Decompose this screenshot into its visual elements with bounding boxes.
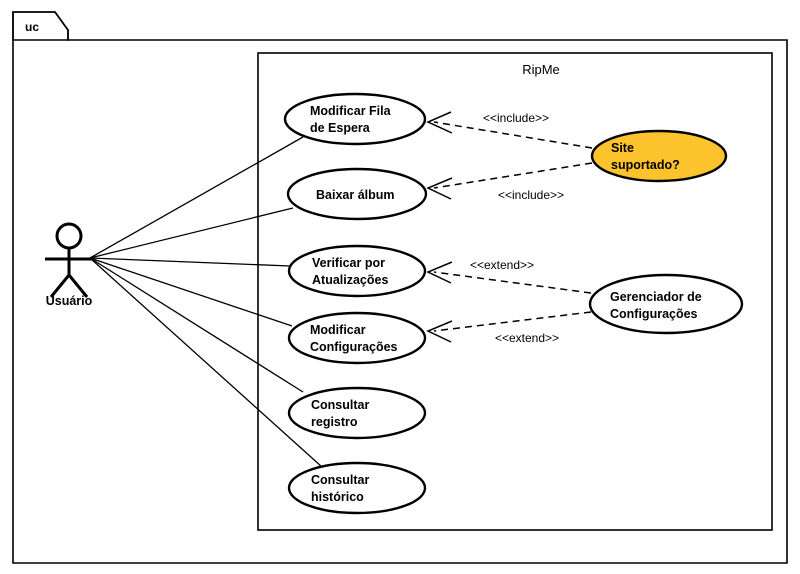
- use-case-ellipse: [286, 167, 428, 221]
- actor-head-icon: [55, 222, 83, 250]
- use-case-label-line-1: Verificar por: [312, 256, 385, 270]
- association-lines: [89, 136, 323, 468]
- use-case-modificar-configuracoes[interactable]: Modificar Configurações: [287, 311, 427, 365]
- actor-label: Usuário: [46, 294, 93, 308]
- node-ellipse-highlighted: [590, 129, 728, 183]
- association-line-verificar-atualizacoes: [89, 257, 291, 267]
- stereotype-label-include-2: <<include>>: [498, 188, 564, 202]
- node-gerenciador-configuracoes[interactable]: Gerenciador de Configurações: [588, 273, 744, 335]
- arrowhead-extend-2: [426, 320, 453, 343]
- use-case-label-line-1: Modificar: [310, 323, 366, 337]
- diagram-frame: uc: [12, 11, 788, 564]
- node-label-line-2: suportado?: [611, 158, 680, 172]
- use-case-ellipse: [287, 311, 427, 365]
- association-line-consultar-historico: [89, 257, 323, 468]
- node-ellipse: [588, 273, 744, 335]
- use-case-label-line-2: Configurações: [310, 340, 398, 354]
- actor-leg-left-icon: [49, 274, 71, 298]
- stereotype-label-extend-1: <<extend>>: [470, 258, 534, 272]
- system-title: RipMe: [522, 62, 560, 77]
- use-case-verificar-atualizacoes[interactable]: Verificar por Atualizações: [287, 244, 427, 298]
- use-case-ellipse: [287, 461, 427, 515]
- association-line-modificar-fila: [89, 136, 304, 259]
- arrowhead-include-1: [426, 111, 453, 134]
- node-label-line-1: Gerenciador de: [610, 290, 702, 304]
- dependency-line-include-1: [433, 121, 593, 149]
- dependency-line-extend-2: [433, 311, 592, 332]
- use-case-modificar-fila[interactable]: Modificar Fila de Espera: [283, 92, 427, 146]
- frame-label: uc: [25, 20, 39, 34]
- stereotype-label-include-1: <<include>>: [483, 111, 549, 125]
- frame-tab-shape: [12, 11, 69, 41]
- use-case-baixar-album[interactable]: Baixar álbum: [286, 167, 428, 221]
- arrowhead-extend-1: [426, 261, 453, 284]
- use-case-consultar-registro[interactable]: Consultar registro: [287, 386, 427, 440]
- association-line-consultar-registro: [89, 257, 304, 393]
- node-site-suportado[interactable]: Site suportado?: [590, 129, 728, 183]
- use-case-label-line-2: histórico: [311, 490, 364, 504]
- actor-usuario[interactable]: Usuário: [45, 222, 93, 308]
- dependency-line-extend-1: [433, 271, 592, 294]
- stereotype-labels: <<include>> <<include>> <<extend>> <<ext…: [470, 111, 564, 345]
- use-case-label-line-2: Atualizações: [312, 273, 388, 287]
- use-case-ellipse: [287, 386, 427, 440]
- arrowhead-include-2: [426, 177, 453, 200]
- dependency-lines: [426, 111, 593, 343]
- use-case-ellipse: [287, 244, 427, 298]
- use-case-label-line-1: Consultar: [311, 398, 369, 412]
- node-label-line-1: Site: [611, 141, 634, 155]
- node-label-line-2: Configurações: [610, 307, 698, 321]
- use-case-consultar-historico[interactable]: Consultar histórico: [287, 461, 427, 515]
- association-line-baixar-album: [89, 207, 294, 259]
- use-case-ellipse: [283, 92, 427, 146]
- use-case-label-line-1: Consultar: [311, 473, 369, 487]
- use-case-label-line-2: registro: [311, 415, 358, 429]
- use-case-label-line-1: Baixar álbum: [316, 188, 395, 202]
- association-line-modificar-configuracoes: [89, 257, 293, 327]
- use-case-label-line-1: Modificar Fila: [310, 104, 392, 118]
- actor-leg-right-icon: [67, 274, 89, 298]
- use-case-label-line-2: de Espera: [310, 121, 371, 135]
- dependency-line-include-2: [433, 162, 593, 189]
- stereotype-label-extend-2: <<extend>>: [495, 331, 559, 345]
